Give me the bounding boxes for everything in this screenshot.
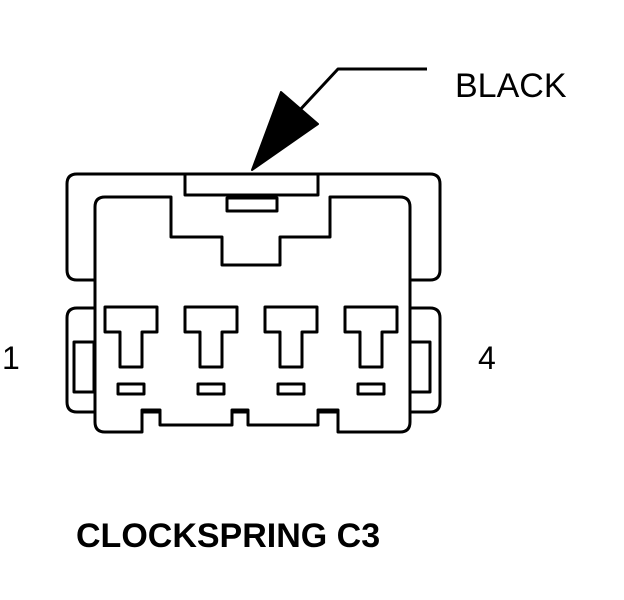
terminal-slot-3 bbox=[276, 382, 306, 396]
color-leader bbox=[251, 67, 427, 171]
right-side-rib bbox=[408, 340, 432, 394]
latch-tab bbox=[183, 174, 320, 197]
pin-number-last: 4 bbox=[478, 340, 496, 376]
left-side-rib bbox=[72, 340, 96, 394]
terminal-cavity-1 bbox=[103, 305, 159, 369]
terminal-slot-4 bbox=[356, 382, 386, 396]
housing-upper-shroud bbox=[65, 172, 442, 282]
terminal-cavity-3 bbox=[263, 305, 319, 369]
terminal-cavity-4 bbox=[343, 305, 399, 369]
latch-slot bbox=[225, 196, 279, 213]
pin-number-first: 1 bbox=[2, 340, 20, 376]
housing-lower-shroud bbox=[65, 306, 442, 414]
terminal-slot-2 bbox=[196, 382, 226, 396]
wire-color-label: BLACK bbox=[455, 67, 567, 105]
terminal-slot-1 bbox=[116, 382, 146, 396]
terminal-cavity-2 bbox=[183, 305, 239, 369]
leader-line bbox=[296, 67, 427, 114]
terminal-cavities bbox=[103, 305, 399, 396]
connector-caption: CLOCKSPRING C3 bbox=[76, 517, 381, 555]
leader-arrowhead bbox=[251, 91, 319, 171]
connector-body bbox=[93, 195, 412, 434]
